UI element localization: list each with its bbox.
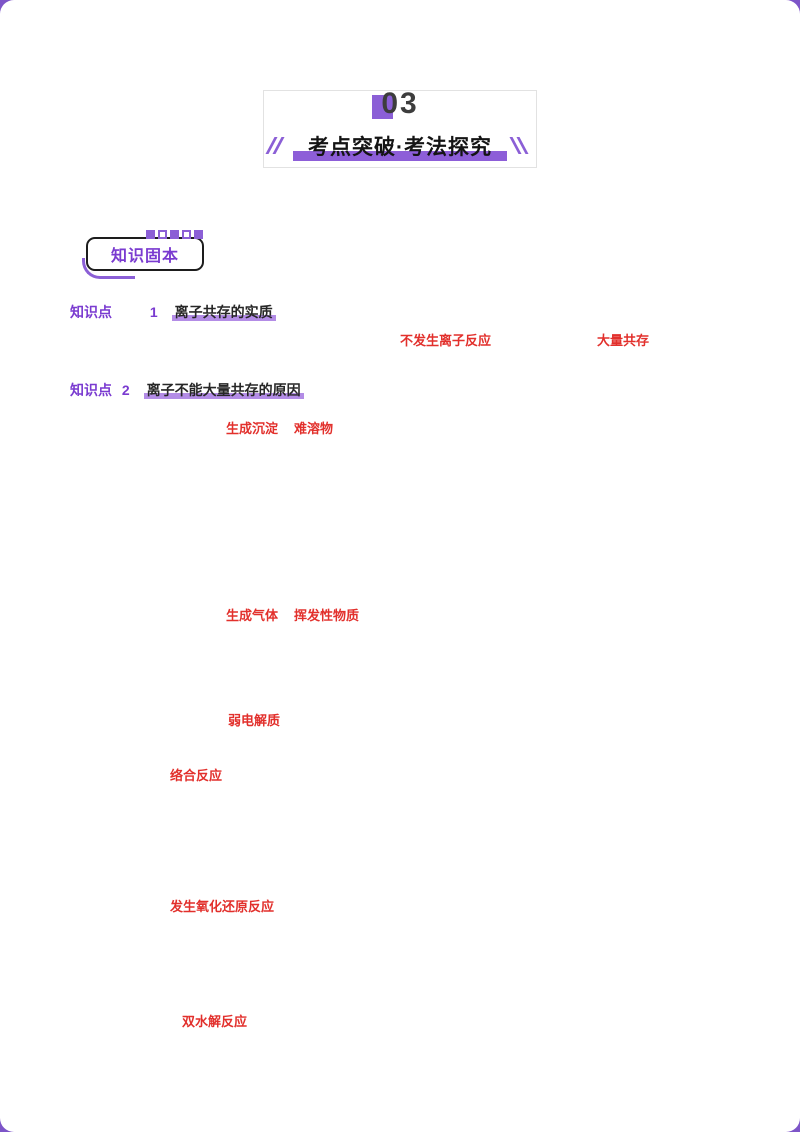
answer-text: 生成气体 [226, 608, 279, 623]
knowledge-point-1: 知识点 1 离子共存的实质 [70, 302, 276, 322]
answer-text: 大量共存 [597, 333, 650, 348]
answer-text: 络合反应 [170, 768, 223, 783]
answer-text: 弱电解质 [228, 713, 281, 728]
knowledge-point-label: 知识点 [70, 382, 112, 398]
knowledge-badge: 知识固本 [86, 237, 204, 271]
answer-text: 难溶物 [294, 421, 334, 436]
knowledge-point-2: 知识点 2 离子不能大量共存的原因 [70, 380, 304, 400]
knowledge-point-title: 离子不能大量共存的原因 [143, 382, 304, 399]
answer-text: 双水解反应 [182, 1014, 248, 1029]
swoosh-icon [82, 258, 135, 279]
knowledge-point-number: 1 [149, 304, 158, 320]
page-title: 考点突破·考法探究 [308, 136, 492, 159]
header-frame [263, 90, 537, 168]
knowledge-point-label: 知识点 [70, 304, 112, 320]
title-highlight-bar [293, 151, 507, 161]
knowledge-badge-label: 知识固本 [110, 248, 179, 265]
answer-text: 不发生离子反应 [400, 333, 492, 348]
answer-text: 生成沉淀 [226, 421, 279, 436]
section-number: 03 [381, 87, 419, 120]
answer-text: 挥发性物质 [294, 608, 360, 623]
double-slash-icon [509, 137, 534, 155]
knowledge-point-number: 2 [121, 382, 130, 398]
knowledge-point-title: 离子共存的实质 [171, 304, 276, 321]
answer-text: 发生氧化还原反应 [170, 899, 275, 914]
squares-decoration-icon [146, 230, 203, 239]
accent-square-icon [372, 95, 393, 119]
